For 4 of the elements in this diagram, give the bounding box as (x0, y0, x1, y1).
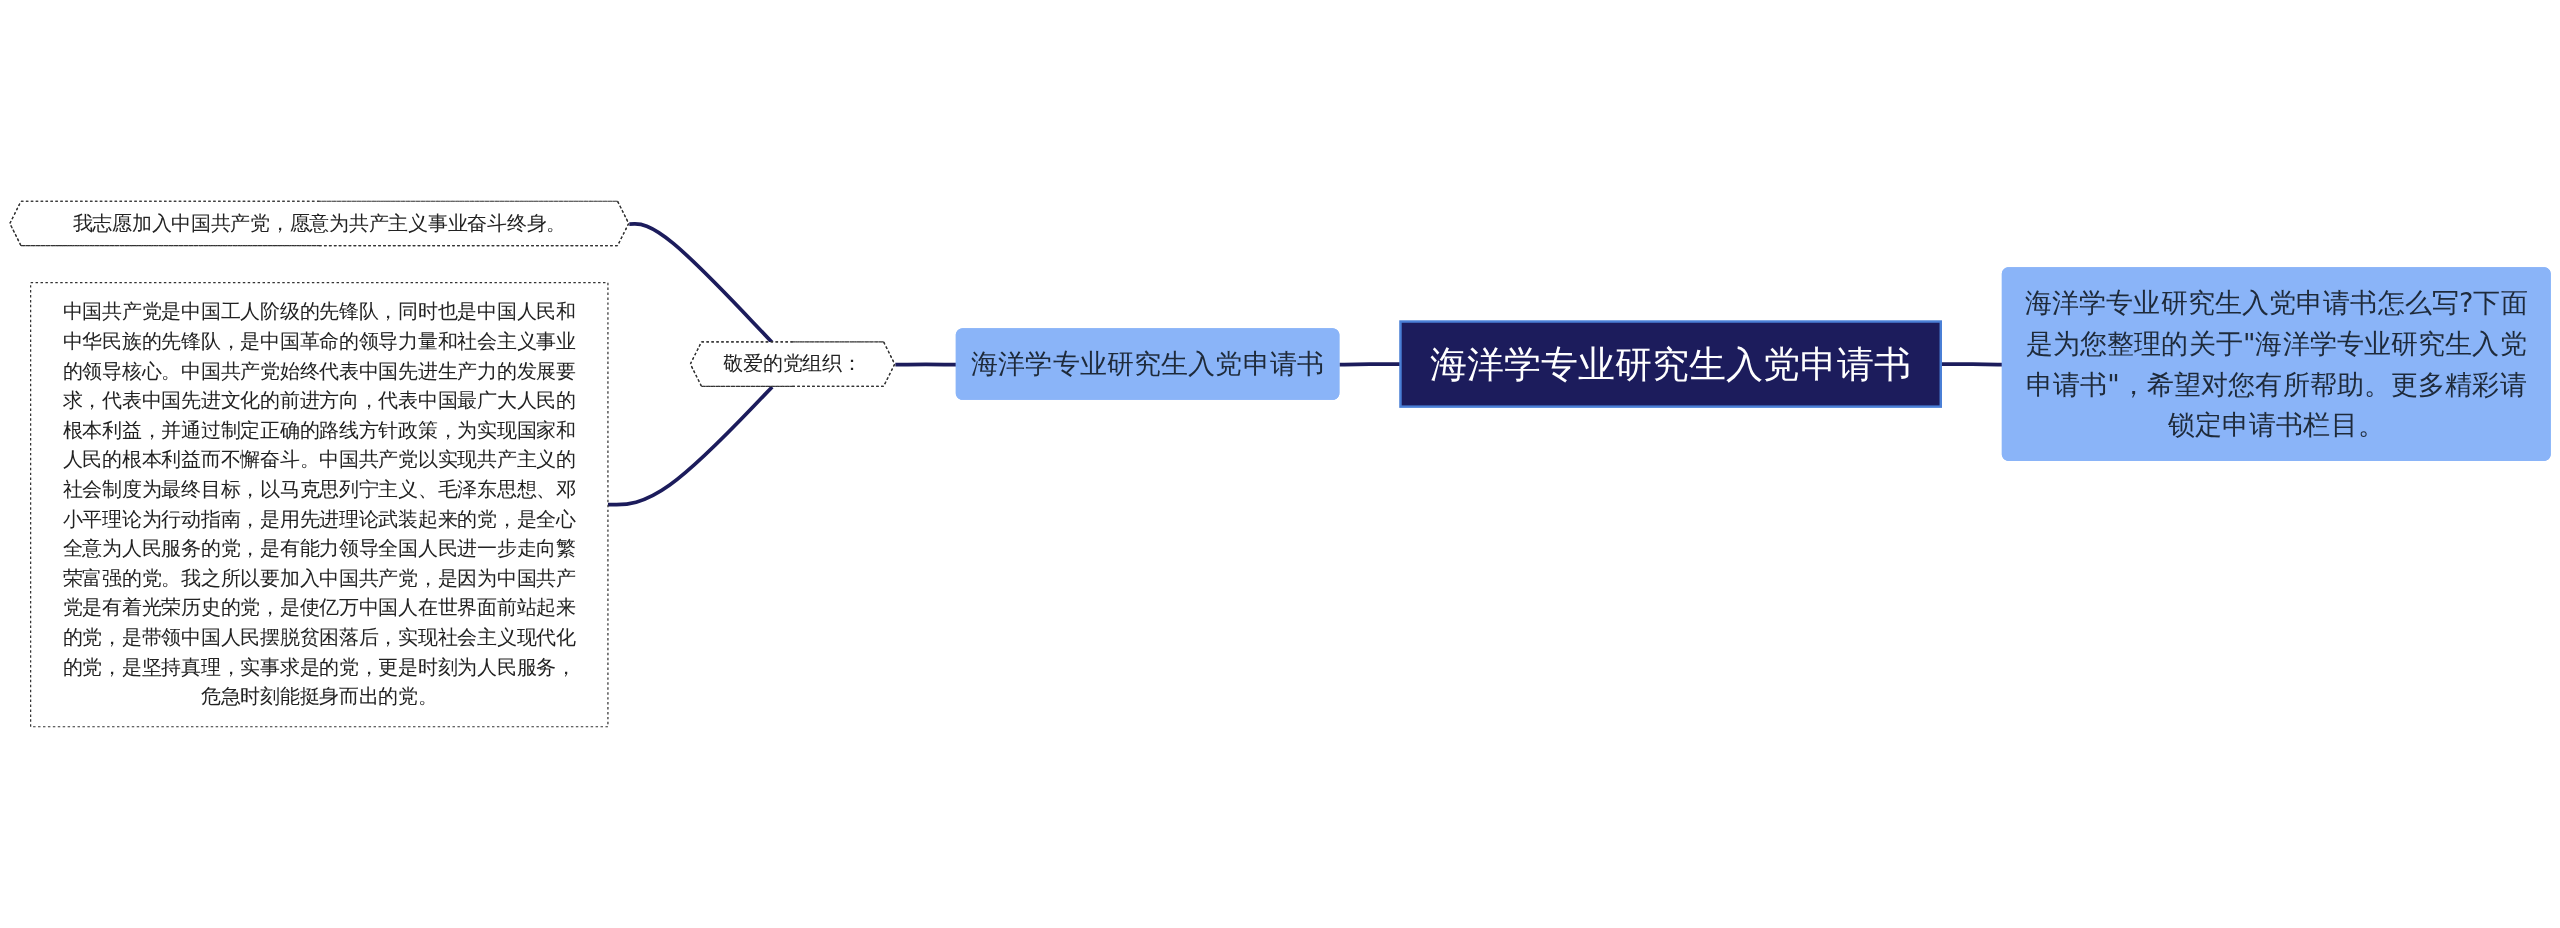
connector (1339, 362, 1401, 367)
node-box: 海洋学专业研究生入党申请书 (1399, 320, 1942, 408)
connector (607, 385, 774, 507)
node-box: 中国共产党是中国工人阶级的先锋队，同时也是中国人民和中华民族的先锋队，是中国革命的领导力量和社会主义事业的领导核心。中国共产党始终代表中国先进生产力的发展要求，代表中国先进文化的前进方向，代表中国最广大人民的根本利益，并通过制定正确的路线方针政策，为实现国家和人民的根本利益而不懈奋斗。中国共产党以实现共产主义的社会制度为最终目标，以马克思列宁主义、毛泽东思想、邓小平理论为行动指南，是用先进理论武装起来的党，是全心全意为人民服务的党，是有能力领导全国人民进一步走向繁荣富强的党。我之所以要加入中国共产党，是因为中国共产党是有着光荣历史的党，是使亿万中国人在世界面前站起来的党，是带领中国人民摆脱贫困落后，实现社会主义现代化的党，是坚持真理，实事求是的党，更是时刻为人民服务，危急时刻能挺身而出的党。 (30, 282, 609, 728)
